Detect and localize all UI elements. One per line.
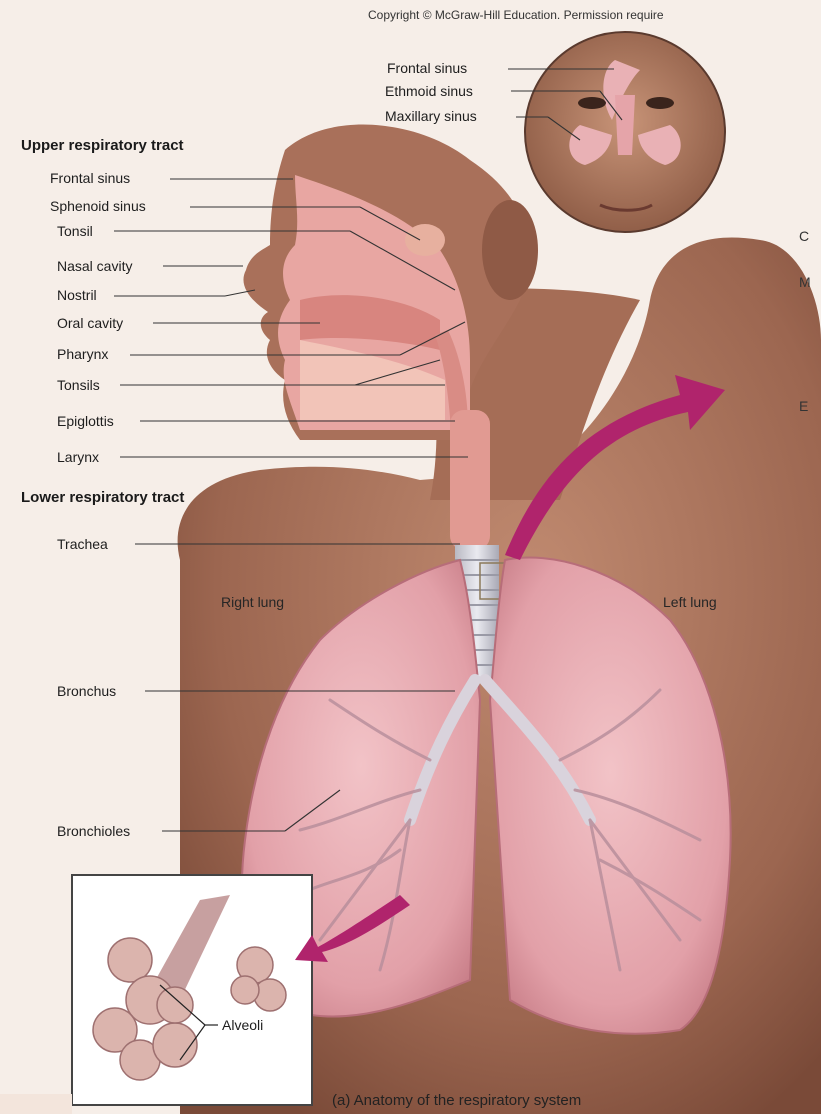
inset-label-maxillary-sinus: Maxillary sinus [385,108,477,124]
edge-fragment-c: C [799,228,809,244]
label-right-lung: Right lung [221,594,284,610]
label-bronchioles: Bronchioles [57,823,130,839]
inset-label-ethmoid-sinus: Ethmoid sinus [385,83,473,99]
label-alveoli: Alveoli [222,1017,263,1033]
lower-tract-header: Lower respiratory tract [21,489,184,506]
upper-tract-header: Upper respiratory tract [21,137,184,154]
inset-label-frontal-sinus: Frontal sinus [387,60,467,76]
edge-fragment-e: E [799,398,808,414]
label-larynx: Larynx [57,449,99,465]
label-bronchus: Bronchus [57,683,116,699]
label-pharynx: Pharynx [57,346,108,362]
ear [482,200,538,300]
label-sphenoid-sinus: Sphenoid sinus [50,198,146,214]
figure-caption: (a) Anatomy of the respiratory system [332,1092,581,1109]
label-frontal-sinus: Frontal sinus [50,170,130,186]
label-epiglottis: Epiglottis [57,413,114,429]
label-trachea: Trachea [57,536,108,552]
copyright-notice: Copyright © McGraw-Hill Education. Permi… [368,8,664,22]
label-tonsils: Tonsils [57,377,100,393]
label-nasal-cavity: Nasal cavity [57,258,132,274]
label-left-lung: Left lung [663,594,717,610]
label-nostril: Nostril [57,287,97,303]
label-oral-cavity: Oral cavity [57,315,123,331]
edge-fragment-m: M [799,274,811,290]
label-tonsil: Tonsil [57,223,93,239]
